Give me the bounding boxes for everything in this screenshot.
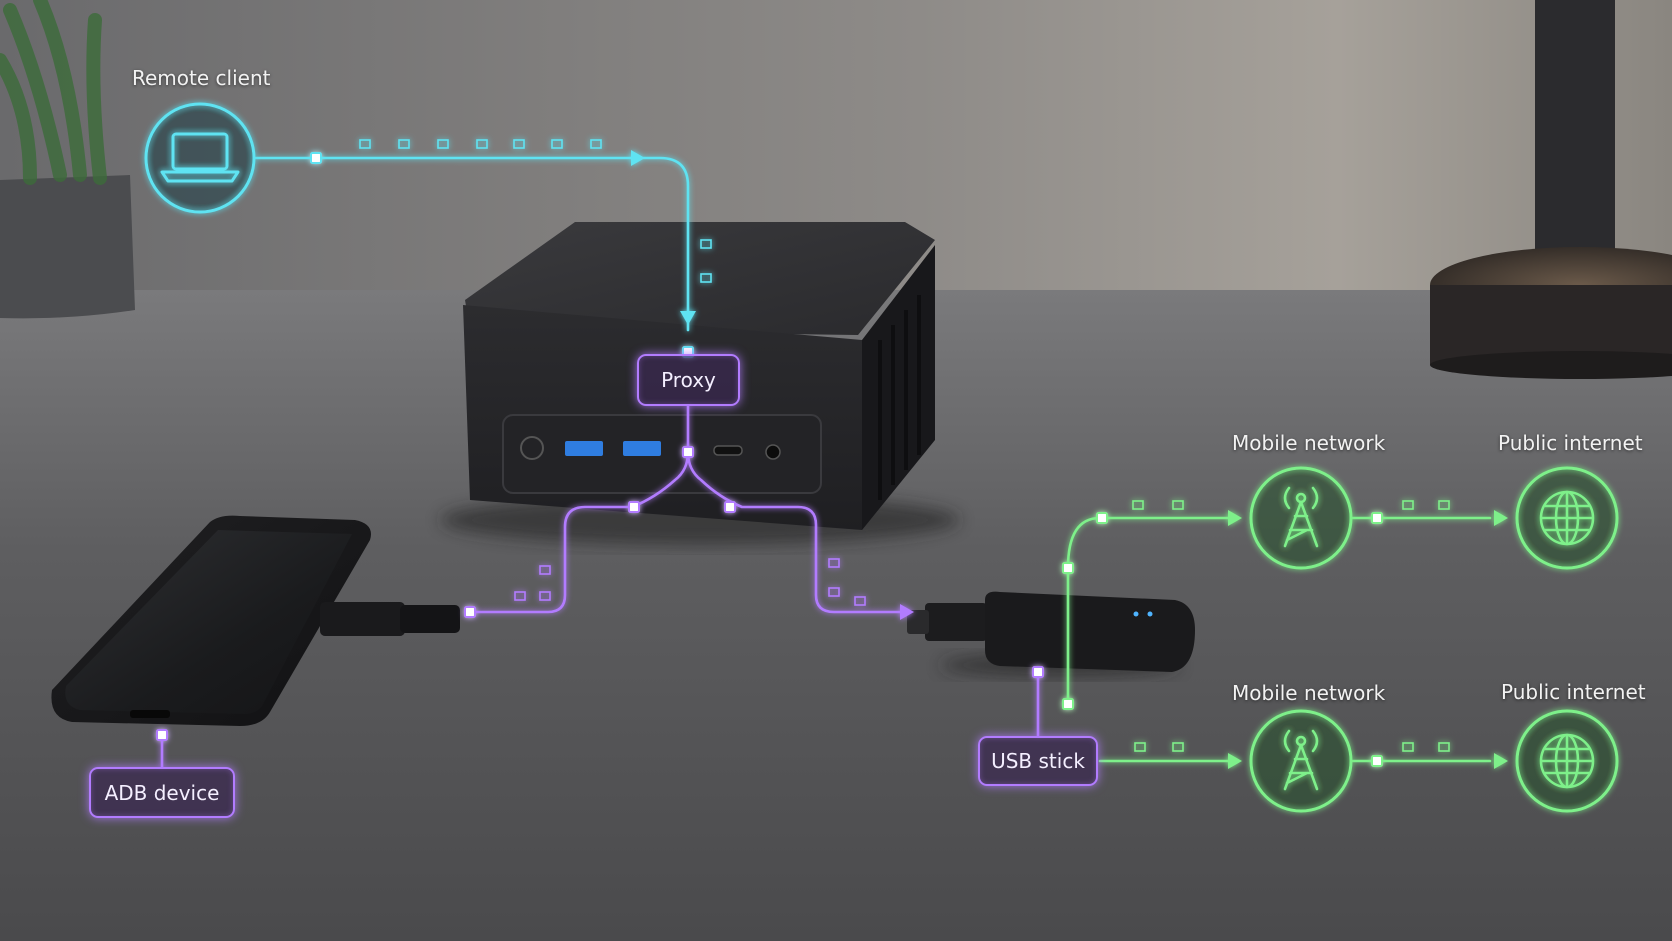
link-node — [628, 501, 640, 513]
proxy-to-usb-line — [686, 450, 904, 614]
data-packet — [1402, 742, 1414, 752]
public-internet-top-label: Public internet — [1498, 431, 1643, 455]
data-packet — [1438, 500, 1450, 510]
remote-client-node — [144, 102, 256, 214]
cell-tower-icon — [1283, 486, 1319, 548]
data-packet — [1172, 742, 1184, 752]
data-packet — [476, 139, 488, 149]
arrow-head — [680, 311, 696, 325]
usb-stick-box[interactable]: USB stick — [978, 736, 1098, 786]
data-packet — [551, 139, 563, 149]
link-node — [724, 501, 736, 513]
plant-pot — [0, 0, 135, 319]
client-link-line — [254, 156, 690, 332]
data-packet — [398, 139, 410, 149]
link-node — [1062, 562, 1074, 574]
mobile-network-node — [1249, 709, 1353, 813]
cell-tower-icon — [1283, 729, 1319, 791]
proxy-box[interactable]: Proxy — [637, 354, 740, 406]
mobile-links — [1062, 500, 1508, 769]
data-packet — [1438, 742, 1450, 752]
data-packet — [513, 139, 525, 149]
mobile-network-bottom-label: Mobile network — [1232, 681, 1386, 705]
link-node — [1032, 666, 1044, 678]
arrow-head — [1228, 510, 1242, 526]
link-node — [1062, 698, 1074, 710]
globe-lines — [1541, 492, 1593, 544]
mobile-network-node — [1249, 466, 1353, 570]
usb-stick-device — [907, 591, 1195, 677]
arrow-head — [1494, 753, 1508, 769]
link-node — [1096, 512, 1108, 524]
tower-waves — [1283, 729, 1319, 753]
adb-device-box[interactable]: ADB device — [89, 767, 235, 818]
link-node — [1371, 755, 1383, 767]
globe-icon — [1539, 733, 1595, 789]
arrow-head — [900, 604, 914, 620]
tower-frame — [1283, 743, 1319, 791]
data-packet — [1172, 500, 1184, 510]
data-packet — [437, 139, 449, 149]
data-packet — [700, 273, 712, 283]
adb-phone — [51, 515, 460, 726]
link-node — [156, 729, 168, 741]
data-packet — [1132, 500, 1144, 510]
data-packet — [1134, 742, 1146, 752]
globe-lines — [1541, 735, 1593, 787]
data-packet — [590, 139, 602, 149]
data-packet — [828, 587, 840, 597]
arrow-head — [1494, 510, 1508, 526]
data-packet — [514, 591, 526, 601]
arrow-head — [1228, 753, 1242, 769]
data-packet — [700, 239, 712, 249]
tower-frame — [1283, 500, 1319, 548]
data-packet — [1402, 500, 1414, 510]
data-packet — [828, 558, 840, 568]
desk-lamp — [1430, 0, 1672, 379]
arrow-head — [631, 150, 645, 166]
data-packet — [539, 591, 551, 601]
link-node — [1371, 512, 1383, 524]
mobile-network-top-label: Mobile network — [1232, 431, 1386, 455]
mini-pc — [440, 222, 960, 545]
link-node — [464, 606, 476, 618]
proxy-to-phone-line — [468, 404, 690, 614]
globe-icon — [1539, 490, 1595, 546]
data-packet — [359, 139, 371, 149]
local-links — [156, 404, 1044, 769]
laptop-icon — [160, 132, 240, 183]
link-node — [310, 152, 322, 164]
mobile-nodes — [1249, 466, 1619, 813]
data-packet — [539, 565, 551, 575]
tower-waves — [1283, 486, 1319, 510]
data-packet — [854, 596, 866, 606]
remote-client-label: Remote client — [132, 66, 271, 90]
public-internet-bottom-label: Public internet — [1501, 680, 1646, 704]
link-node — [682, 446, 694, 458]
